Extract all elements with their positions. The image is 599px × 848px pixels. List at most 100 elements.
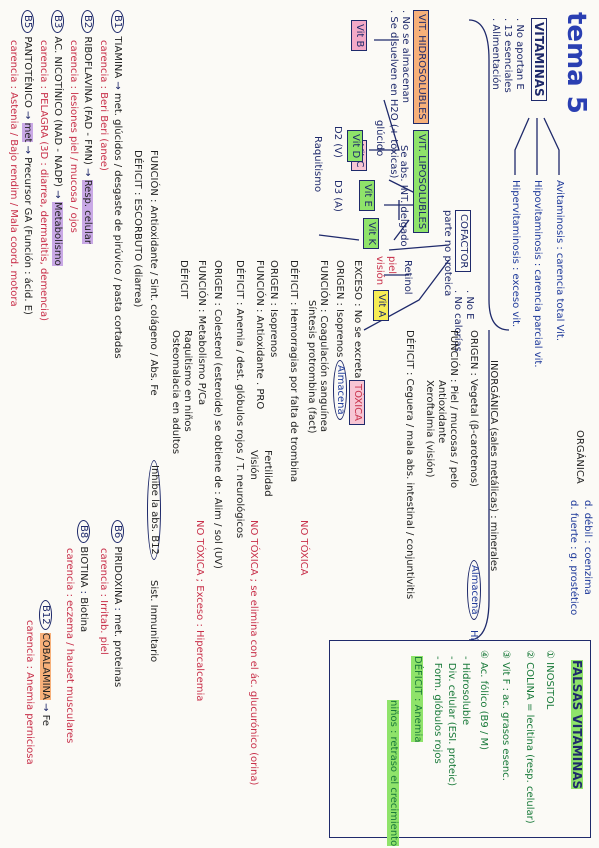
vit-d-raquitismo: Raquitismo — [312, 136, 323, 193]
organica-sub-2: d. fuerte : g. prostético — [568, 500, 579, 616]
falsas-deficit: DÉFICIT : Anemia — [411, 656, 423, 743]
vit-d-deficit-sub-2: Osteomalacia en adultos — [170, 330, 181, 455]
b12-name: COBALAMINA — [40, 632, 51, 700]
falsas-item-2: ② COLINA = lecitina (resp. celular) — [524, 650, 535, 824]
b3-row: B3 AC. NICOTÍNICO (NAD - NADP) → Metabol… — [51, 10, 64, 266]
b8-row: B8 BIOTINA : Biotina — [77, 520, 90, 633]
liposolubles-note: Se abs. INT. delgado — [398, 145, 409, 247]
vit-k-origen: ORIGEN : Isoprenos — [334, 260, 345, 358]
b6-name: PIRIDOXINA — [112, 546, 123, 605]
vit-d-funcion: FUNCIÓN : Metabolismo P/Ca — [196, 260, 207, 406]
b12-carencia: carencia : Anemia perniciosa — [24, 620, 35, 765]
organica-sub-1: d. débil : coenzima — [582, 500, 593, 595]
b3-arrow: Metabolismo — [52, 201, 63, 266]
cofactor-label: COFACTOR — [455, 210, 471, 273]
b6-row: B6 PIRIDOXINA : met. proteinas — [111, 520, 124, 688]
vitaminas-label: VITAMINAS — [531, 18, 547, 101]
b1-row: B1 TIAMINA → met. glúcidos / desgaste de… — [111, 10, 124, 359]
liposolubles-label: VIT. LIPOSOLUBLES — [413, 130, 429, 234]
inorganica-label: INORGÁNICA (sales metálicas) : minerales — [488, 360, 499, 572]
b2-code: B2 — [81, 10, 94, 34]
b6-arrow: met. proteinas — [112, 614, 123, 688]
b1-carencia: carencia : Beri Beri (anee) — [98, 40, 109, 171]
vit-e-label: Vit E — [359, 180, 375, 211]
vit-k-funcion-2: Síntesis protrombina (fact) — [306, 300, 317, 434]
vit-c-funcion: FUNCIÓN : Antioxidante / Sint. colágeno … — [148, 150, 159, 396]
vit-d-deficit-sub-1: Raquitismo en niños — [182, 330, 193, 432]
vit-k-label: Vit K — [363, 218, 379, 250]
vit-d-deficit: DÉFICIT — [178, 260, 189, 299]
falsas-item-4: ④ Ac. fólico (B9 / M) — [478, 650, 489, 751]
b6-code: B6 — [111, 520, 124, 544]
vit-c-sist: Sist. Inmunitario — [148, 580, 159, 663]
vit-a-toxica: TÓXICA — [349, 380, 365, 425]
b5-code: B5 — [21, 10, 34, 34]
vit-a-label: Vit A — [373, 290, 389, 322]
b8-name: BIOTINA — [78, 546, 89, 588]
b5-precursor: Precursor GA (Función : ácid. E) — [22, 157, 33, 315]
cofactor-note: parte no proteica — [442, 210, 453, 297]
vitaminas-prop-2: . 13 esenciales — [502, 18, 513, 93]
retinol-sub-2: visión — [374, 256, 385, 286]
hidrosolubles-label: VIT. HIDROSOLUBLES — [413, 10, 429, 124]
b2-row: B2 RIBOFLAVINA (FAD - FMN) → Resp. celul… — [81, 10, 94, 245]
vit-e-pro-1: Fertilidad — [262, 450, 273, 497]
retinol-label: Retinol — [402, 260, 413, 295]
vit-b-label: Vit B — [351, 20, 367, 52]
b12-row: B12 COBALAMINA → Fe — [39, 600, 52, 726]
vit-a-almacena: Almacena — [467, 560, 481, 620]
b3-name: AC. NICOTÍNICO (NAD - NADP) — [52, 36, 63, 188]
falsas-item-6: - Div. celular (ESI. proteic) — [446, 656, 457, 787]
vit-a-funcion-2: Antioxidante — [436, 380, 447, 444]
cofactor-prop-1: . No E — [464, 290, 475, 320]
vit-a-origen: ORIGEN : Vegetal (β-carotenos) — [468, 330, 479, 487]
page-title: tema 5 — [561, 12, 591, 114]
b1-arrow: met. glúcidos / desgaste de pirúvico / p… — [112, 92, 123, 359]
falsas-item-3: ③ Vit F : ac. grasos esenc. — [500, 650, 511, 781]
retinol-sub-1: piel — [386, 256, 397, 275]
b5-carencia: carencia : Astenia / Bajo rendim / Mala … — [8, 40, 19, 307]
b3-carencia: carencia : PELAGRA (3D : diarrea, dermat… — [38, 40, 49, 321]
b1-code: B1 — [111, 10, 124, 34]
b5-row: B5 PANTOTÉNICO → met → Precursor GA (Fun… — [21, 10, 34, 315]
vit-k-no-toxica: NO TÓXICA — [298, 520, 309, 576]
b8-carencia: carencia : eczema / hauset musculares — [64, 548, 75, 744]
vit-k-deficit: DÉFICIT : Hemorragias por falta de tromb… — [288, 260, 299, 483]
vit-e-funcion: FUNCIÓN : Antioxidante . PRO — [254, 260, 265, 410]
hipovitaminosis-text: Hipovitaminosis : carencia parcial vit. — [532, 180, 543, 368]
vit-d-sub-2: D3 (A) — [332, 180, 343, 212]
b8-arrow: Biotina — [78, 597, 89, 633]
falsas-item-1: ① INOSITOL — [544, 650, 555, 710]
vit-d-label: Vit D — [347, 130, 363, 163]
vit-a-deficit: DÉFICIT : Ceguera / mala abs. intestinal… — [404, 330, 415, 600]
b6-carencia: carencia : Irritab. piel — [98, 548, 109, 655]
b3-code: B3 — [51, 10, 64, 34]
b2-carencia: carencia : lesiones piel / mucosa / ojos — [68, 40, 79, 233]
vit-a-exceso: EXCESO : No se excreta — [352, 260, 363, 379]
organica-label: ORGÁNICA — [574, 430, 585, 484]
vit-d-sub-1: D2 (V) — [332, 126, 343, 158]
vit-d-origen: ORIGEN : Colesterol (esteroide) se obtie… — [212, 260, 223, 569]
vitaminas-prop-3: . Alimentación — [490, 18, 501, 90]
b1-name: TIAMINA — [112, 36, 123, 79]
hipervitaminosis-text: Hipervitaminosis : exceso vit. — [510, 180, 521, 328]
b2-arrow: Resp. celular — [82, 179, 93, 245]
vit-e-origen: ORIGEN : Isoprenos — [268, 260, 279, 358]
avitaminosis-text: Avitaminosis : carencia total Vit. — [554, 180, 565, 342]
vit-c-note: glúcido — [374, 120, 385, 157]
b2-name: RIBOFLAVINA (FAD - FMN) — [82, 36, 93, 165]
b12-arrow: Fe — [40, 714, 51, 726]
vit-a-funcion-3: Xeroftalmia (visión) — [424, 380, 435, 478]
b8-code: B8 — [77, 520, 90, 544]
vit-c-deficit: DÉFICIT : ESCORBUTO (diarrea) — [132, 150, 143, 308]
vit-k-funcion: FUNCIÓN : Coagulación sanguínea — [318, 260, 329, 433]
vit-d-no-toxica: NO TÓXICA ; Exceso : Hipercalcemia — [194, 520, 205, 702]
vit-e-no-toxica: NO TÓXICA ; se elimina con el ác. glucur… — [248, 520, 259, 786]
b5-name: PANTOTÉNICO — [22, 36, 33, 108]
vit-e-deficit: DÉFICIT : Anemia / dest. glóbulos rojos … — [234, 260, 245, 539]
falsas-ninos: niños : retraso el crecimiento — [387, 700, 399, 847]
vit-e-pro-2: Visión — [248, 450, 259, 480]
falsas-title: FALSAS VITAMINAS — [570, 660, 584, 790]
